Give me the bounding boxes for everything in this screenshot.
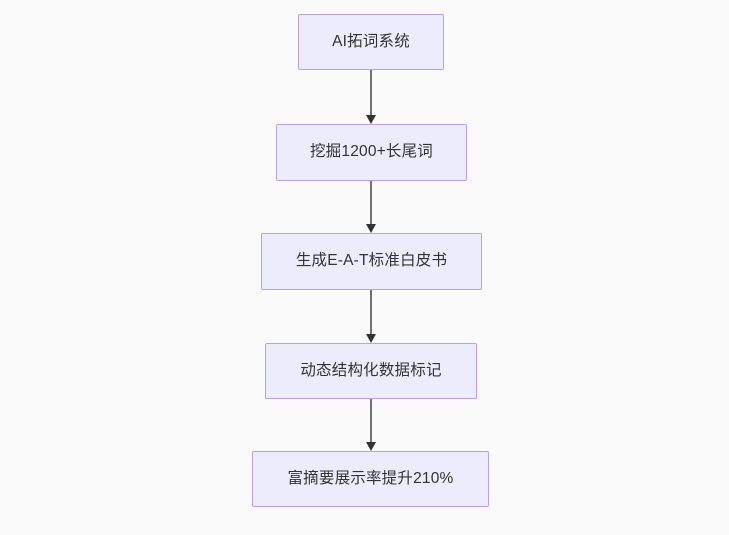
node-label: 生成E-A-T标准白皮书 bbox=[295, 252, 448, 270]
node-label: 富摘要展示率提升210% bbox=[287, 469, 454, 487]
edge-node4-to-node5 bbox=[361, 399, 381, 451]
edge-arrow-icon bbox=[366, 181, 376, 233]
flowchart-node-dynamic-structured-data-markup[interactable]: 动态结构化数据标记 bbox=[265, 343, 477, 399]
node-label: AI拓词系统 bbox=[332, 32, 410, 50]
flowchart-node-generate-eat-whitepaper[interactable]: 生成E-A-T标准白皮书 bbox=[261, 233, 482, 290]
edge-node1-to-node2 bbox=[361, 70, 381, 124]
edge-node2-to-node3 bbox=[361, 181, 381, 233]
edge-arrow-icon bbox=[366, 70, 376, 124]
node-label: 挖掘1200+长尾词 bbox=[309, 143, 434, 161]
flowchart-node-mine-longtail-keywords[interactable]: 挖掘1200+长尾词 bbox=[276, 124, 467, 181]
edge-arrow-icon bbox=[366, 290, 376, 343]
flowchart-node-rich-snippet-rate-increase[interactable]: 富摘要展示率提升210% bbox=[252, 451, 489, 507]
node-label: 动态结构化数据标记 bbox=[300, 361, 442, 379]
edge-node3-to-node4 bbox=[361, 290, 381, 343]
edge-arrow-icon bbox=[366, 399, 376, 451]
flowchart-node-ai-keyword-system[interactable]: AI拓词系统 bbox=[298, 14, 444, 70]
